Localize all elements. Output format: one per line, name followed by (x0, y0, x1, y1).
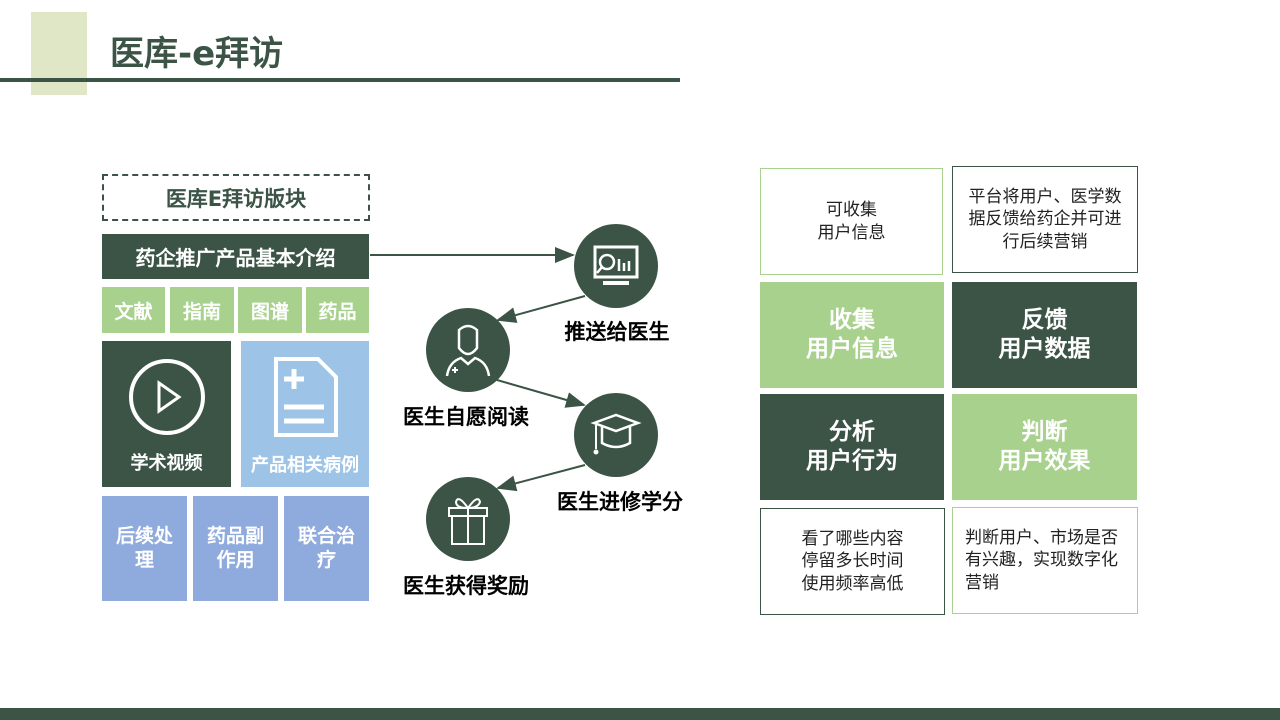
document-plus-icon (274, 357, 338, 437)
flow-label-credit: 医生进修学分 (557, 490, 683, 514)
tile-combined-therapy: 联合治疗 (284, 496, 369, 601)
section-label: 医库E拜访版块 (102, 174, 370, 221)
feedback-user-data: 反馈 用户数据 (952, 282, 1137, 388)
gift-icon (426, 477, 510, 561)
judge-user-effect: 判断 用户效果 (952, 394, 1137, 500)
arrow-credit-to-reward (496, 464, 586, 492)
footer-bar (0, 708, 1280, 720)
tile-literature: 文献 (102, 287, 165, 333)
tile-guide: 指南 (170, 287, 234, 333)
play-icon (129, 359, 205, 435)
effect-note: 判断用户、市场是否有兴趣，实现数字化营销 (952, 507, 1138, 614)
monitor-icon (574, 224, 658, 308)
arrow-push-to-read (496, 295, 586, 323)
video-tile: 学术视频 (102, 341, 231, 487)
flow-label-read: 医生自愿阅读 (403, 405, 529, 429)
flow-label-push: 推送给医生 (564, 320, 670, 344)
collect-user-info: 收集 用户信息 (760, 282, 944, 388)
analyze-user-behavior: 分析 用户行为 (760, 394, 944, 500)
tile-drug: 药品 (306, 287, 369, 333)
tile-followup: 后续处理 (102, 496, 187, 601)
intro-bar: 药企推广产品基本介绍 (102, 234, 369, 279)
cases-label: 产品相关病例 (251, 455, 359, 476)
title-underline (0, 78, 680, 82)
arrow-read-to-credit (496, 379, 586, 408)
info-collect-note: 可收集 用户信息 (760, 168, 943, 275)
doctor-icon (426, 308, 510, 392)
video-label: 学术视频 (130, 453, 203, 474)
info-feedback-note: 平台将用户、医学数据反馈给药企并可进行后续营销 (952, 166, 1138, 273)
graduation-cap-icon (574, 393, 658, 477)
tile-side-effects: 药品副作用 (193, 496, 278, 601)
flow-label-reward: 医生获得奖励 (403, 574, 529, 598)
cases-tile: 产品相关病例 (241, 341, 369, 487)
behavior-note: 看了哪些内容 停留多长时间 使用频率高低 (760, 508, 945, 615)
tile-atlas: 图谱 (238, 287, 302, 333)
page-title: 医库-e拜访 (110, 34, 284, 74)
